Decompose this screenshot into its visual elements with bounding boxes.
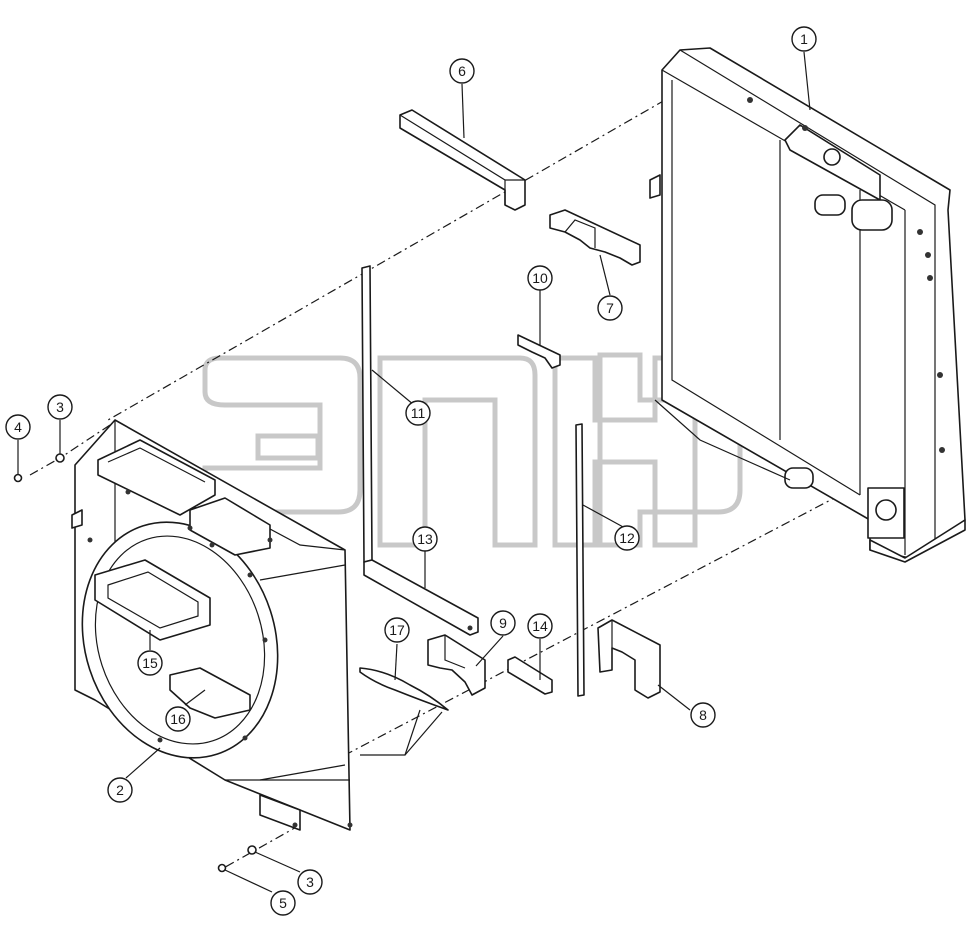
svg-text:1: 1	[800, 31, 808, 47]
callout-9: 9	[490, 610, 516, 636]
u-bracket	[597, 619, 661, 699]
callout-2: 2	[107, 777, 133, 803]
svg-text:2: 2	[116, 782, 124, 798]
callout-14: 14	[527, 613, 553, 639]
callout-10: 10	[527, 265, 553, 291]
seal-strip-long	[361, 265, 373, 563]
callout-3-lower: 3	[297, 869, 323, 895]
fan-blade	[359, 667, 449, 756]
callout-12: 12	[614, 525, 640, 551]
strip-plate	[507, 656, 553, 695]
svg-text:16: 16	[170, 711, 186, 727]
leader-lines	[17, 51, 811, 893]
svg-text:12: 12	[619, 530, 635, 546]
callout-7: 7	[597, 295, 623, 321]
svg-text:17: 17	[389, 622, 405, 638]
svg-text:3: 3	[306, 874, 314, 890]
callout-11: 11	[405, 400, 431, 426]
svg-text:7: 7	[606, 300, 614, 316]
callout-4: 4	[5, 414, 31, 440]
curved-block	[427, 634, 486, 696]
svg-text:15: 15	[142, 655, 158, 671]
svg-text:8: 8	[699, 707, 707, 723]
callout-16: 16	[165, 706, 191, 732]
svg-text:6: 6	[458, 63, 466, 79]
callout-5: 5	[270, 890, 296, 916]
callout-15: 15	[137, 650, 163, 676]
callout-1: 1	[791, 26, 817, 52]
small-plate	[517, 334, 561, 369]
fasteners	[13, 453, 257, 873]
top-bar	[399, 109, 526, 211]
callout-13: 13	[412, 526, 438, 552]
svg-text:3: 3	[56, 399, 64, 415]
svg-text:11: 11	[411, 405, 426, 421]
notched-bracket	[549, 209, 641, 266]
fan-shroud	[71, 419, 353, 831]
svg-text:9: 9	[499, 615, 507, 631]
callout-3-upper: 3	[47, 394, 73, 420]
seal-strip-right	[575, 423, 585, 697]
radiator-core	[649, 47, 966, 563]
seal-strip-angled	[363, 559, 479, 636]
svg-text:10: 10	[532, 270, 548, 286]
svg-text:4: 4	[14, 419, 22, 435]
svg-text:14: 14	[532, 618, 548, 634]
callout-17: 17	[384, 617, 410, 643]
callout-6: 6	[449, 58, 475, 84]
svg-text:5: 5	[279, 895, 287, 911]
svg-text:13: 13	[417, 531, 433, 547]
callout-8: 8	[690, 702, 716, 728]
